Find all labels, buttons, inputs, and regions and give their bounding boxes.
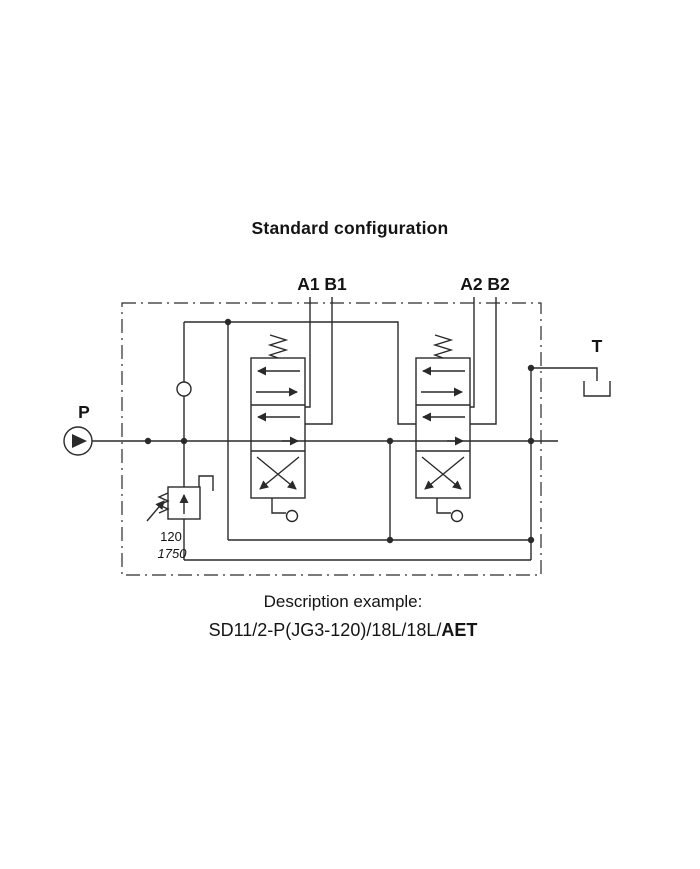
valve2-lever-icon bbox=[436, 498, 451, 514]
valve2-spring-icon bbox=[432, 334, 454, 359]
valve2-work-port-lines bbox=[470, 297, 497, 425]
description-code: SD11/2-P(JG3-120)/18L/18L/AET bbox=[0, 620, 686, 641]
relief-spring-icon bbox=[157, 492, 170, 514]
tank-line-right bbox=[530, 367, 598, 560]
check-valve-symbol bbox=[176, 322, 192, 441]
directional-valve-1 bbox=[250, 334, 306, 523]
pump-symbol bbox=[63, 426, 93, 456]
enclosure-boundary bbox=[121, 302, 542, 576]
valve2-port-labels: A2 B2 bbox=[460, 274, 510, 294]
description-code-suffix: AET bbox=[441, 620, 478, 640]
pilot-line-top bbox=[184, 321, 416, 540]
description-code-prefix: SD11/2-P(JG3-120)/18L/18L/ bbox=[208, 620, 442, 640]
relief-valve-symbol bbox=[146, 441, 214, 560]
relief-setting-secondary: 1750 bbox=[158, 546, 188, 561]
valve1-work-port-lines bbox=[305, 297, 333, 425]
valve1-port-labels: A1 B1 bbox=[297, 274, 347, 294]
directional-valve-2 bbox=[415, 334, 471, 523]
tank-symbol bbox=[583, 381, 611, 397]
relief-setting-primary: 120 bbox=[160, 529, 182, 544]
junction-dots bbox=[144, 318, 535, 544]
tank-label: T bbox=[592, 336, 603, 356]
page-title: Standard configuration bbox=[251, 218, 449, 238]
valve1-lever-icon bbox=[271, 498, 286, 514]
valve1-spring-icon bbox=[267, 334, 289, 359]
pump-label: P bbox=[78, 402, 90, 422]
description-heading: Description example: bbox=[263, 592, 423, 611]
return-lines-bottom bbox=[184, 539, 531, 561]
